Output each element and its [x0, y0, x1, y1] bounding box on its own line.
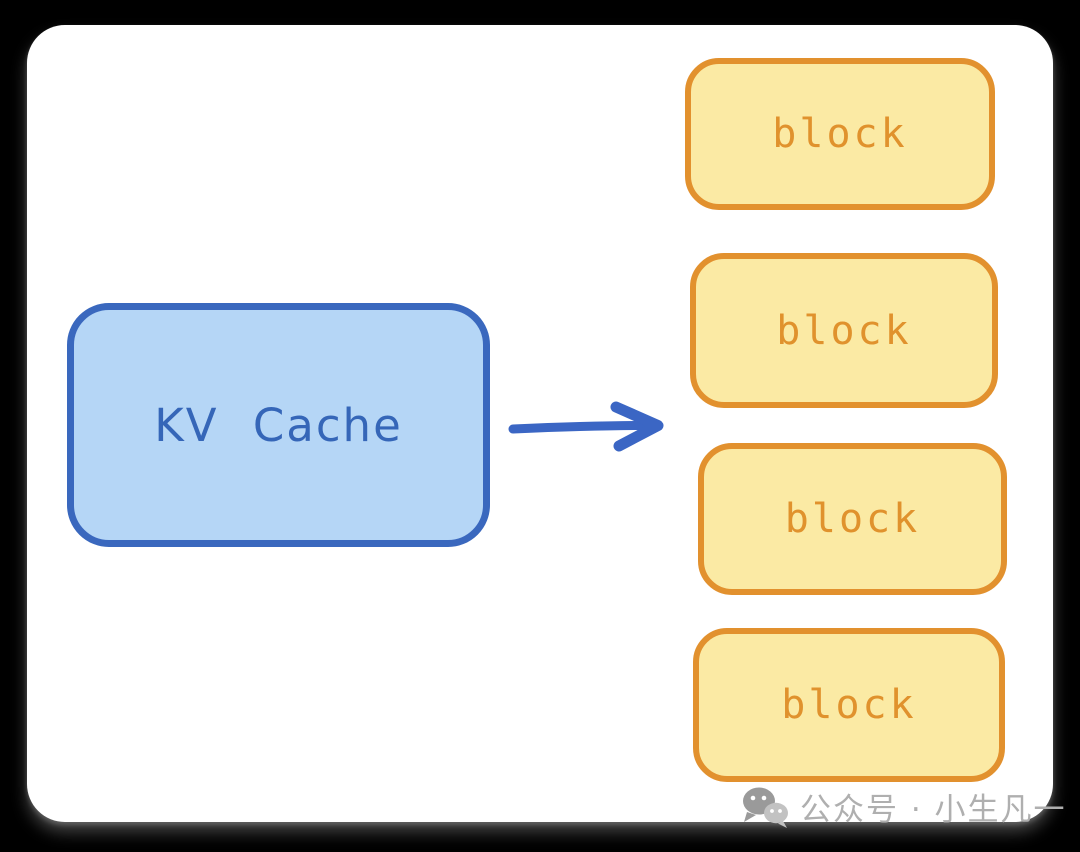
- kv-cache-label: KV Cache: [154, 398, 403, 452]
- block-box-2: block: [690, 253, 998, 408]
- block-box-1: block: [685, 58, 995, 210]
- block-label: block: [781, 682, 917, 728]
- block-label: block: [784, 496, 921, 542]
- block-box-4: block: [693, 628, 1005, 782]
- watermark-text: 公众号 · 小生凡一: [800, 792, 1067, 828]
- block-label: block: [776, 307, 912, 354]
- watermark: 公众号 · 小生凡一: [742, 784, 1067, 829]
- wechat-icon: [743, 787, 788, 828]
- kv-cache-box: KV Cache: [67, 303, 490, 547]
- right-arrow-icon: [508, 401, 664, 452]
- block-label: block: [772, 111, 908, 157]
- block-box-3: block: [698, 443, 1007, 595]
